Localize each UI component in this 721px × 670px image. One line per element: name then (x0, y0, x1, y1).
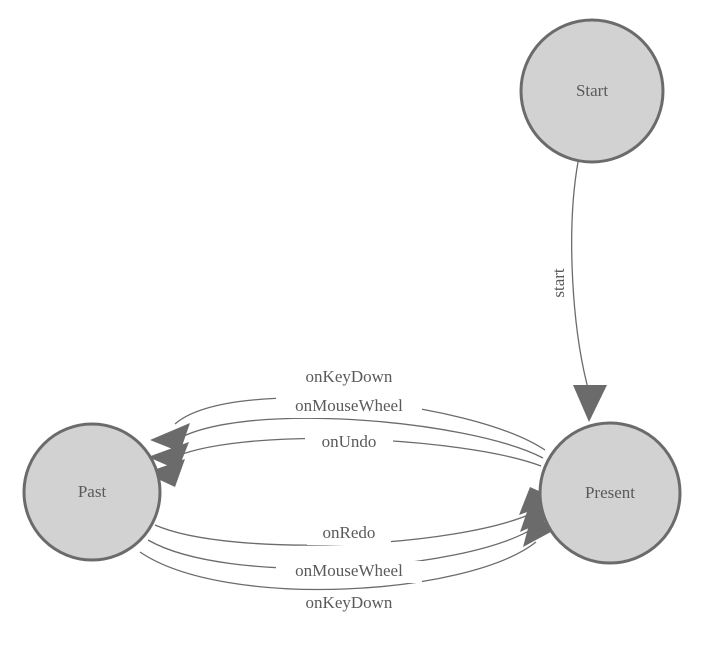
edge-label-onundo: onUndo (305, 432, 393, 454)
edge-label-onredo: onRedo (307, 523, 391, 545)
arrowhead-present-to-past-onkeydown (150, 423, 190, 452)
edge-label-onmousewheel-top: onMouseWheel (276, 396, 422, 418)
edge-path-past-to-present-onkeydown (139, 541, 537, 591)
edge-label-onundo-backdrop (305, 432, 393, 454)
edge-label-onkeydown-top-text: onKeyDown (306, 367, 393, 386)
edge-label-onmousewheel-bottom-text: onMouseWheel (295, 561, 403, 580)
arrowhead-start-to-present (573, 385, 607, 422)
edge-label-onmousewheel-bottom-backdrop (276, 561, 422, 583)
edge-label-onredo-text: onRedo (323, 523, 376, 542)
edge-label-onmousewheel-bottom: onMouseWheel (276, 561, 422, 583)
edge-label-onkeydown-bottom-text: onKeyDown (306, 593, 393, 612)
node-start[interactable]: Start (519, 18, 665, 164)
node-present-circle (538, 421, 682, 565)
node-start-label: Start (576, 81, 608, 100)
node-present-label: Present (585, 483, 635, 502)
arrowhead-present-to-past-onundo (145, 459, 185, 487)
edge-label-onkeydown-bottom: onKeyDown (288, 593, 410, 615)
node-start-circle (519, 18, 665, 164)
edge-path-present-to-past-onmousewheel (172, 417, 544, 459)
edge-label-onmousewheel-top-backdrop (276, 396, 422, 418)
edge-label-onkeydown-top-backdrop (288, 366, 410, 388)
edge-start-to-present[interactable] (571, 161, 607, 422)
edge-label-onkeydown-bottom-backdrop (288, 593, 410, 615)
edge-label-start: start (549, 258, 570, 308)
node-past[interactable]: Past (22, 422, 162, 562)
edge-label-onkeydown-top: onKeyDown (288, 366, 410, 388)
edge-path-start-to-present (571, 161, 590, 393)
edge-label-start-backdrop (550, 258, 570, 308)
edge-label-start-text: start (549, 268, 568, 298)
node-present[interactable]: Present (538, 421, 682, 565)
node-past-label: Past (78, 482, 107, 501)
edge-label-onredo-backdrop (307, 523, 391, 545)
edge-label-onundo-text: onUndo (322, 432, 377, 451)
edge-label-onmousewheel-top-text: onMouseWheel (295, 396, 403, 415)
node-past-circle (22, 422, 162, 562)
